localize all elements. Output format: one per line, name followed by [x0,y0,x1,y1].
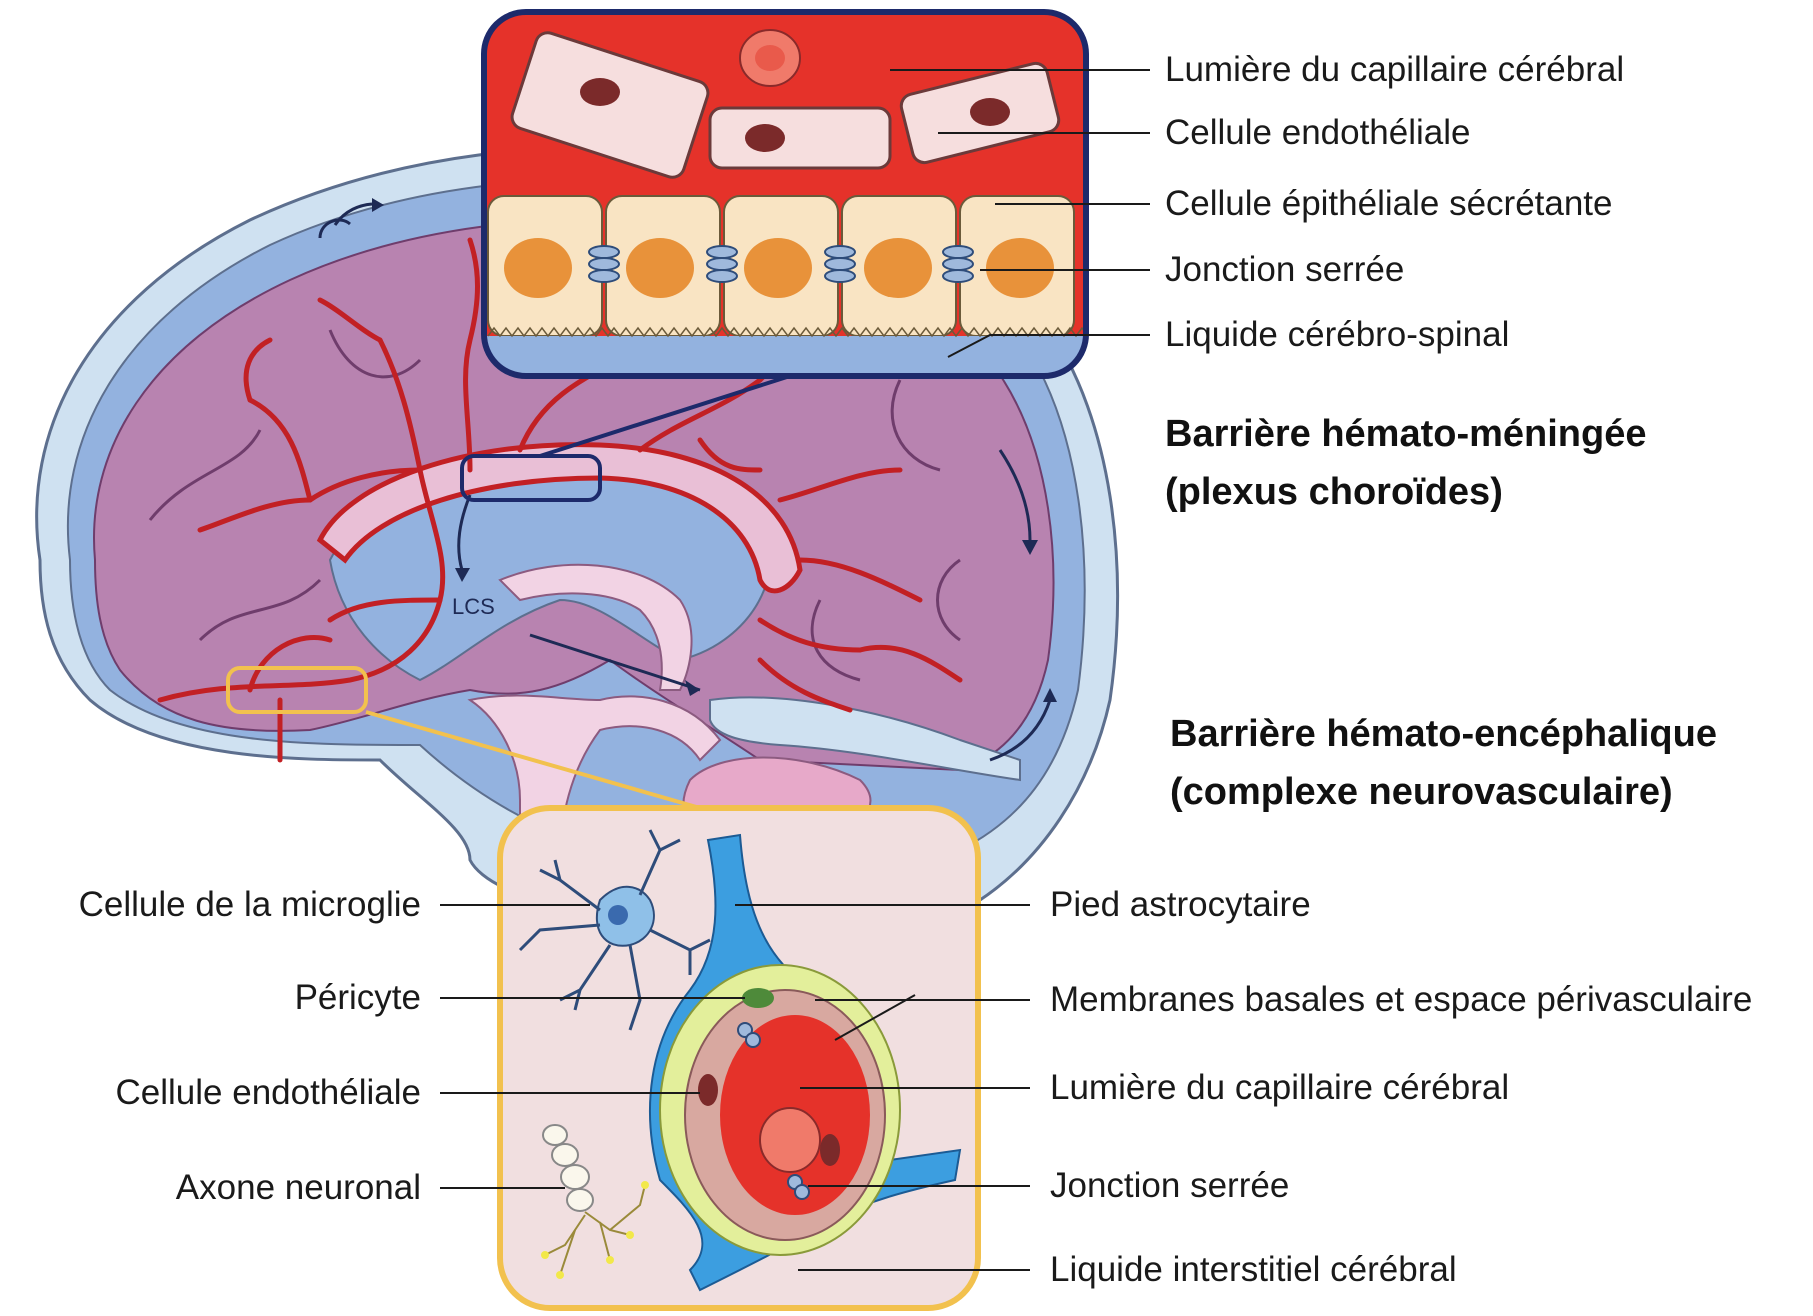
neurovascular-panel [500,808,978,1308]
label-endothelial-cell-bottom: Cellule endothéliale [116,1073,422,1113]
title-blood-meningeal-barrier: Barrière hémato-méningée (plexus choroïd… [1165,405,1647,521]
choroid-plexus-panel [484,12,1100,378]
epithelial-cells [488,196,1074,336]
label-capillary-lumen-bottom: Lumière du capillaire cérébral [1050,1068,1509,1108]
label-microglia: Cellule de la microglie [79,885,421,925]
csf-strip [484,336,1086,378]
title-blood-brain-line1: Barrière hémato-encéphalique [1170,705,1717,763]
title-blood-meningeal-line2: (plexus choroïdes) [1165,463,1647,521]
label-cerebrospinal-fluid: Liquide cérébro-spinal [1165,315,1509,355]
label-astrocyte-foot: Pied astrocytaire [1050,885,1311,925]
lcs-label: LCS [452,594,495,620]
label-tight-junction-top: Jonction serrée [1165,250,1404,290]
title-blood-meningeal-line1: Barrière hémato-méningée [1165,405,1647,463]
label-interstitial-fluid: Liquide interstitiel cérébral [1050,1250,1457,1290]
label-capillary-lumen-top: Lumière du capillaire cérébral [1165,50,1624,90]
label-endothelial-cell-top: Cellule endothéliale [1165,113,1471,153]
title-blood-brain-line2: (complexe neurovasculaire) [1170,763,1717,821]
label-pericyte: Péricyte [295,978,421,1018]
label-basal-membranes: Membranes basales et espace périvasculai… [1050,980,1752,1020]
label-neuronal-axon: Axone neuronal [176,1168,421,1208]
label-secretory-epithelial-cell: Cellule épithéliale sécrétante [1165,184,1613,224]
title-blood-brain-barrier: Barrière hémato-encéphalique (complexe n… [1170,705,1717,821]
label-tight-junction-bottom: Jonction serrée [1050,1166,1289,1206]
pericyte [742,988,774,1008]
